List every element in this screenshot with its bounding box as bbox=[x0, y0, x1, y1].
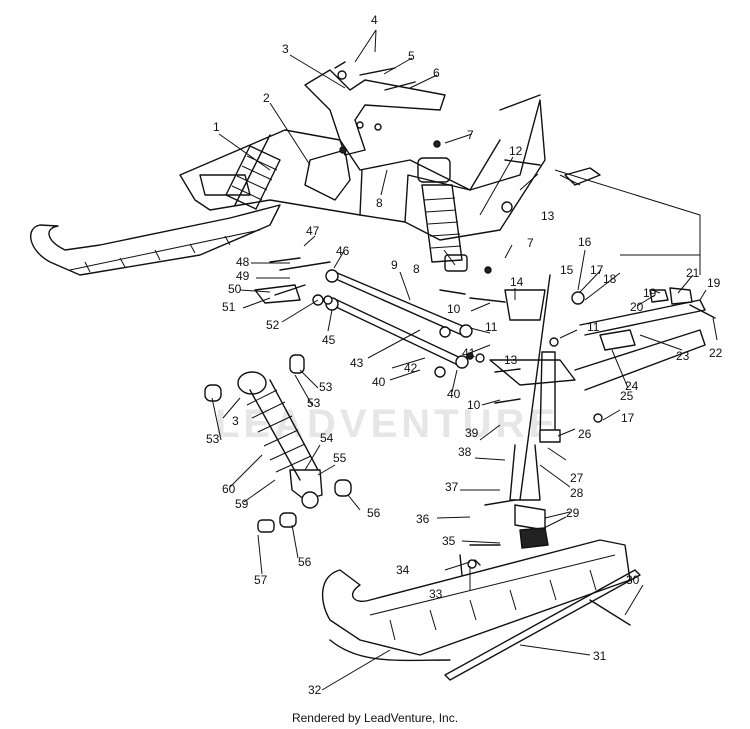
callout-55: 55 bbox=[333, 451, 347, 465]
callout-12: 12 bbox=[509, 144, 523, 158]
callout-38: 38 bbox=[458, 445, 472, 459]
lower-ski bbox=[321, 539, 641, 681]
callout-19-left: 19 bbox=[643, 286, 657, 300]
lower-shock bbox=[204, 354, 352, 533]
callout-26: 26 bbox=[578, 427, 592, 441]
callout-19-right: 19 bbox=[707, 276, 721, 290]
callout-34: 34 bbox=[396, 563, 410, 577]
callout-7-mid: 7 bbox=[527, 236, 534, 250]
callout-44: 45 bbox=[322, 333, 336, 347]
callout-11-left: 11 bbox=[485, 320, 498, 334]
callout-50: 51 bbox=[222, 300, 236, 314]
callout-17-top: 17 bbox=[590, 263, 604, 277]
callout-53-left: 53 bbox=[206, 432, 220, 446]
callout-27: 27 bbox=[570, 471, 584, 485]
callout-8-top: 8 bbox=[376, 196, 383, 210]
callout-37: 37 bbox=[445, 480, 459, 494]
callout-15: 15 bbox=[560, 263, 574, 277]
callout-13-mid: 13 bbox=[504, 353, 518, 367]
callout-42: 42 bbox=[404, 361, 418, 375]
callout-17-right: 17 bbox=[621, 411, 635, 425]
callout-29: 29 bbox=[566, 506, 580, 520]
callout-2: 2 bbox=[263, 91, 270, 105]
callout-23: 23 bbox=[676, 349, 690, 363]
callout-3: 3 bbox=[282, 42, 289, 56]
callout-39: 39 bbox=[465, 426, 479, 440]
callout-16: 16 bbox=[578, 235, 592, 249]
upper-ski bbox=[30, 204, 281, 276]
callout-8-mid: 8 bbox=[413, 262, 420, 276]
callout-5: 5 bbox=[408, 49, 415, 63]
callout-48: 49 bbox=[236, 269, 250, 283]
callout-43: 43 bbox=[350, 356, 364, 370]
callout-10-mid: 10 bbox=[467, 398, 481, 412]
footer-credit: Rendered by LeadVenture, Inc. bbox=[291, 711, 459, 725]
callout-59: 60 bbox=[222, 482, 236, 496]
callout-60: 3 bbox=[232, 414, 239, 428]
callout-6: 6 bbox=[433, 66, 440, 80]
callout-35: 35 bbox=[442, 534, 456, 548]
callout-21: 21 bbox=[686, 266, 700, 280]
callout-58: 59 bbox=[235, 497, 249, 511]
callout-56-right: 56 bbox=[367, 506, 381, 520]
callout-30: 30 bbox=[626, 573, 640, 587]
callout-11-right: 11 bbox=[587, 320, 600, 334]
callout-20: 20 bbox=[630, 300, 644, 314]
tie-rods bbox=[325, 269, 473, 369]
hardware bbox=[254, 140, 716, 626]
callout-52: 53 bbox=[319, 380, 333, 394]
callout-41: 41 bbox=[462, 346, 476, 360]
spindle-arm bbox=[489, 274, 706, 549]
callout-45: 46 bbox=[336, 244, 350, 258]
callout-9: 9 bbox=[391, 258, 398, 272]
callout-25: 25 bbox=[620, 389, 634, 403]
callout-4: 4 bbox=[371, 13, 378, 27]
callout-31: 31 bbox=[593, 649, 607, 663]
upper-left-shock bbox=[199, 134, 281, 210]
callout-32: 32 bbox=[308, 683, 322, 697]
callout-53-upper: 53 bbox=[307, 396, 321, 410]
callout-40-mid: 40 bbox=[447, 387, 461, 401]
callouts: 4 3 5 6 2 1 7 12 8 13 7 47 46 48 9 8 49 … bbox=[206, 13, 723, 697]
callout-36: 36 bbox=[416, 512, 430, 526]
upper-right-shock bbox=[417, 157, 468, 272]
callout-10-top: 10 bbox=[447, 302, 461, 316]
callout-47: 48 bbox=[236, 255, 250, 269]
callout-7-top: 7 bbox=[467, 128, 474, 142]
watermark-text: LEADVENTURE bbox=[215, 402, 559, 446]
callout-24: 24 bbox=[625, 379, 639, 393]
callout-18: 18 bbox=[603, 272, 617, 286]
leader-lines bbox=[211, 29, 718, 691]
callout-51: 52 bbox=[266, 318, 280, 332]
callout-57: 57 bbox=[254, 573, 268, 587]
callout-40-left: 40 bbox=[372, 375, 386, 389]
callout-46: 47 bbox=[306, 224, 320, 238]
callout-14: 14 bbox=[510, 275, 524, 289]
callout-1: 1 bbox=[213, 120, 220, 134]
callout-22: 22 bbox=[709, 346, 723, 360]
callout-54: 54 bbox=[320, 431, 334, 445]
callout-13-top: 13 bbox=[541, 209, 555, 223]
callout-33: 33 bbox=[429, 587, 443, 601]
callout-49: 50 bbox=[228, 282, 242, 296]
callout-28: 28 bbox=[570, 486, 584, 500]
callout-56-lower: 56 bbox=[298, 555, 312, 569]
